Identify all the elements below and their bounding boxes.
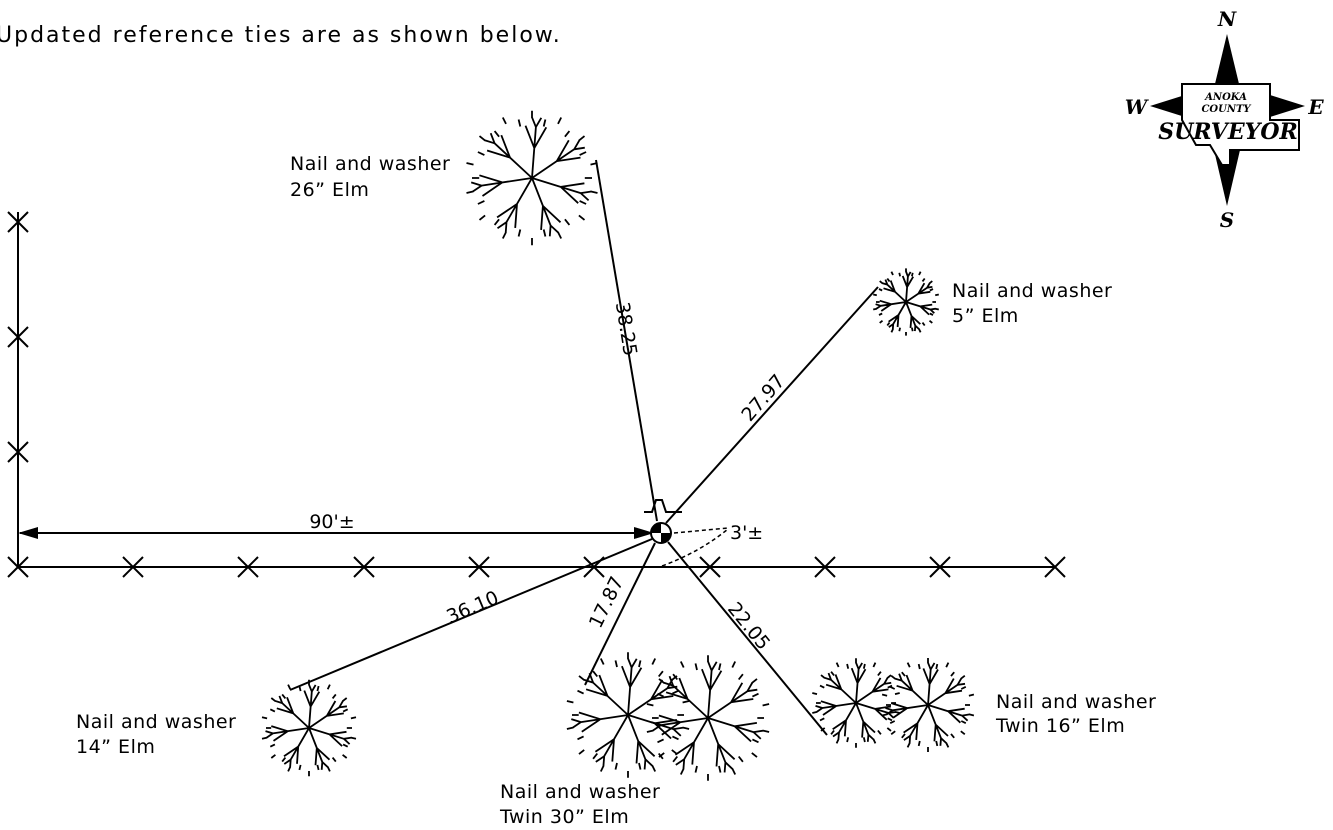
logo-line-anoka: ANOKA: [1204, 92, 1247, 103]
label-line2: 14” Elm: [76, 736, 155, 758]
label-twin-30-elm: Nail and washer Twin 30” Elm: [499, 781, 660, 828]
logo-line-surveyor: SURVEYOR: [1158, 119, 1298, 145]
distance-label: 22.05: [723, 598, 774, 654]
compass-east-label: E: [1307, 95, 1324, 119]
tree-icon: [261, 679, 357, 777]
fence-x-mark: [7, 211, 29, 233]
fence-x-mark: [7, 441, 29, 463]
label-26-elm: Nail and washer 26” Elm: [290, 153, 450, 201]
label-line1: Nail and washer: [76, 711, 236, 733]
tie-line-5-elm: [665, 286, 879, 524]
label-5-elm: Nail and washer 5” Elm: [952, 280, 1112, 327]
fence-x-mark: [814, 556, 836, 578]
label-line1: Nail and washer: [952, 280, 1112, 302]
distance-label: 36.10: [443, 587, 502, 629]
label-14-elm: Nail and washer 14” Elm: [76, 711, 236, 758]
label-line2: 5” Elm: [952, 305, 1019, 327]
fence-x-mark: [7, 326, 29, 348]
tie-line-twin-30-elm: [584, 542, 656, 686]
compass-west-arrow: [1150, 95, 1185, 117]
tree-icon: [466, 110, 598, 246]
compass-north-arrow: [1214, 34, 1240, 88]
fence-x-mark: [1044, 556, 1066, 578]
label-line2: Twin 16” Elm: [995, 715, 1125, 737]
label-line1: Nail and washer: [500, 781, 660, 803]
logo-line-county: COUNTY: [1201, 104, 1251, 115]
dimension-90ft-label: 90'±: [309, 511, 354, 533]
tree-icon: [566, 652, 690, 778]
fence-x-mark: [7, 556, 29, 578]
label-line2: Twin 30” Elm: [499, 806, 629, 828]
fence-x-marks: [7, 211, 1066, 578]
fence-x-mark: [699, 556, 721, 578]
tree-icon: [873, 268, 939, 336]
label-line2: 26” Elm: [290, 179, 369, 201]
tie-distances: 38.25 27.97 36.10 17.87 22.05: [443, 300, 789, 654]
county-outline: [1181, 83, 1300, 166]
fence-x-mark: [468, 556, 490, 578]
distance-label: 38.25: [611, 300, 641, 357]
label-line1: Nail and washer: [996, 691, 1156, 713]
dimension-3ft-label: 3'±: [730, 522, 763, 544]
offset-dimension: 90'±: [18, 511, 654, 539]
tree-icon: [881, 658, 975, 752]
fence-x-mark: [237, 556, 259, 578]
tree-icon: [646, 655, 770, 781]
fence-x-mark: [122, 556, 144, 578]
header-note: Updated reference ties are as shown belo…: [0, 23, 562, 48]
road-offset-dimension: 3'±: [661, 522, 763, 567]
break-line: [644, 499, 682, 513]
fence-x-mark: [929, 556, 951, 578]
compass-north-label: N: [1217, 7, 1237, 31]
tree-symbols: [261, 110, 975, 781]
tie-line-26-elm: [595, 159, 658, 522]
compass-south-label: S: [1220, 208, 1234, 232]
anoka-county-surveyor-logo: N S W E ANOKA COUNTY SURVEYOR: [1125, 7, 1325, 232]
tie-line-twin-16-elm: [667, 541, 828, 736]
label-twin-16-elm: Nail and washer Twin 16” Elm: [995, 691, 1156, 737]
compass-west-label: W: [1125, 95, 1150, 119]
monument-symbol: [644, 499, 682, 544]
tie-line-14-elm: [289, 538, 653, 691]
distance-label: 17.87: [585, 573, 629, 632]
distance-label: 27.97: [737, 370, 789, 425]
fence-x-mark: [353, 556, 375, 578]
tie-labels: Nail and washer 26” Elm Nail and washer …: [76, 153, 1156, 828]
tie-lines: [289, 159, 879, 736]
label-line1: Nail and washer: [290, 153, 450, 175]
compass-east-arrow: [1270, 95, 1305, 117]
